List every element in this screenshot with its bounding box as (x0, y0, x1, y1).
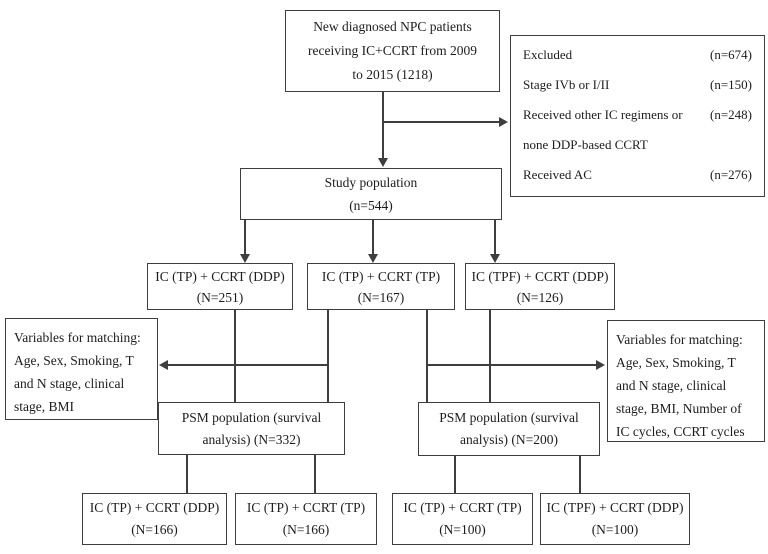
psm-population-left-box: PSM population (survival analysis) (N=33… (158, 402, 345, 455)
arm-box-ic-tp-ccrt-ddp: IC (TP) + CCRT (DDP) (N=251) (147, 263, 293, 310)
study-population-box: Study population (n=544) (240, 168, 502, 220)
box-text-line: PSM population (survival (439, 410, 579, 425)
arm-box-ic-tpf-ccrt-ddp: IC (TPF) + CCRT (DDP) (N=126) (465, 263, 615, 310)
arrowhead-down-icon (490, 254, 500, 263)
excluded-count: (n=248) (710, 107, 752, 122)
connector-arm2-to-psm-left (327, 310, 329, 402)
box-n-count: (N=100) (591, 522, 639, 537)
final-box-ic-tp-ccrt-tp-166: IC (TP) + CCRT (TP) (N=166) (235, 493, 377, 545)
connector-psml-to-final2 (314, 455, 316, 493)
excluded-label: Excluded (523, 47, 573, 62)
arrowhead-down-icon (240, 254, 250, 263)
arrowhead-right-icon (596, 359, 605, 370)
box-text-line: Study population (324, 175, 418, 190)
arrowhead-down-icon (368, 254, 378, 263)
box-text-line: analysis) (N=332) (202, 431, 301, 447)
psm-population-right-box: PSM population (survival analysis) (N=20… (418, 402, 600, 456)
excluded-count: (n=150) (710, 77, 752, 92)
arm-box-ic-tp-ccrt-tp: IC (TP) + CCRT (TP) (N=167) (307, 263, 455, 310)
excluded-count: (n=674) (710, 47, 752, 62)
matching-variables-left-box: Variables for matching: Age, Sex, Smokin… (5, 318, 158, 420)
connector-arm1-to-psm-left (234, 310, 236, 402)
connector-to-matching-right (426, 364, 597, 366)
excluded-label: Received AC (523, 167, 592, 182)
excluded-row: none DDP-based CCRT (523, 137, 752, 153)
box-text-line: IC (TPF) + CCRT (DDP) (546, 500, 684, 515)
connector-psmr-to-final3 (454, 456, 456, 493)
matching-variables-right-box: Variables for matching: Age, Sex, Smokin… (607, 320, 765, 442)
box-text-line: receiving IC+CCRT from 2009 (308, 43, 477, 58)
box-n-count: (n=544) (349, 198, 393, 213)
top-box: New diagnosed NPC patients receiving IC+… (285, 10, 500, 92)
excluded-row: Excluded (n=674) (523, 47, 752, 63)
box-text-line: IC (TP) + CCRT (TP) (246, 500, 366, 515)
box-text-line: IC (TP) + CCRT (DDP) (89, 500, 220, 515)
box-text-line: New diagnosed NPC patients (313, 19, 472, 34)
connector-top-to-study (382, 92, 384, 160)
excluded-count: (n=276) (710, 167, 752, 182)
excluded-row: Received other IC regimens or (n=248) (523, 107, 752, 123)
box-text-line: IC cycles, CCRT cycles (616, 424, 745, 439)
arrowhead-left-icon (159, 359, 168, 370)
box-text-line: IC (TP) + CCRT (DDP) (155, 268, 285, 284)
connector-to-excluded (382, 121, 500, 123)
box-text-line: Age, Sex, Smoking, T (616, 355, 736, 370)
box-text-line: Age, Sex, Smoking, T (14, 353, 134, 368)
excluded-box: Excluded (n=674) Stage IVb or I/II (n=15… (510, 35, 765, 197)
connector-study-to-arm1 (244, 220, 246, 256)
box-text-line: and N stage, clinical (616, 378, 727, 393)
connector-study-to-arm2 (372, 220, 374, 256)
box-text-line: Variables for matching: (14, 330, 141, 345)
box-text-line: IC (TPF) + CCRT (DDP) (471, 268, 609, 284)
connector-psml-to-final1 (186, 455, 188, 493)
connector-psmr-to-final4 (579, 456, 581, 493)
box-n-count: (N=251) (196, 289, 244, 305)
box-text-line: stage, BMI, Number of (616, 401, 742, 416)
final-box-ic-tp-ccrt-tp-100: IC (TP) + CCRT (TP) (N=100) (392, 493, 533, 545)
arrowhead-down-icon (377, 158, 388, 167)
final-box-ic-tpf-ccrt-ddp-100: IC (TPF) + CCRT (DDP) (N=100) (540, 493, 690, 545)
connector-arm3-to-psm-right (489, 310, 491, 402)
final-box-ic-tp-ccrt-ddp-166: IC (TP) + CCRT (DDP) (N=166) (82, 493, 227, 545)
box-text-line: and N stage, clinical (14, 376, 125, 391)
excluded-label: Received other IC regimens or (523, 107, 683, 122)
box-text-line: IC (TP) + CCRT (TP) (403, 500, 522, 515)
excluded-row: Stage IVb or I/II (n=150) (523, 77, 752, 93)
excluded-label: Stage IVb or I/II (523, 77, 610, 92)
box-n-count: (N=166) (131, 522, 178, 537)
box-n-count: (N=100) (439, 522, 486, 537)
box-text-line: to 2015 (1218) (352, 67, 433, 82)
arrowhead-right-icon (499, 116, 508, 127)
box-text-line: PSM population (survival (181, 409, 322, 425)
box-text-line: IC (TP) + CCRT (TP) (321, 268, 441, 284)
excluded-label: none DDP-based CCRT (523, 137, 648, 152)
box-text-line: analysis) (N=200) (460, 432, 558, 447)
box-n-count: (N=126) (516, 289, 564, 305)
connector-to-matching-left (166, 364, 328, 366)
box-n-count: (N=167) (357, 289, 405, 305)
box-n-count: (N=166) (282, 522, 330, 537)
connector-study-to-arm3 (494, 220, 496, 256)
connector-arm2-to-psm-right (426, 310, 428, 402)
box-text-line: Variables for matching: (616, 332, 743, 347)
excluded-row: Received AC (n=276) (523, 167, 752, 183)
box-text-line: stage, BMI (14, 399, 74, 414)
